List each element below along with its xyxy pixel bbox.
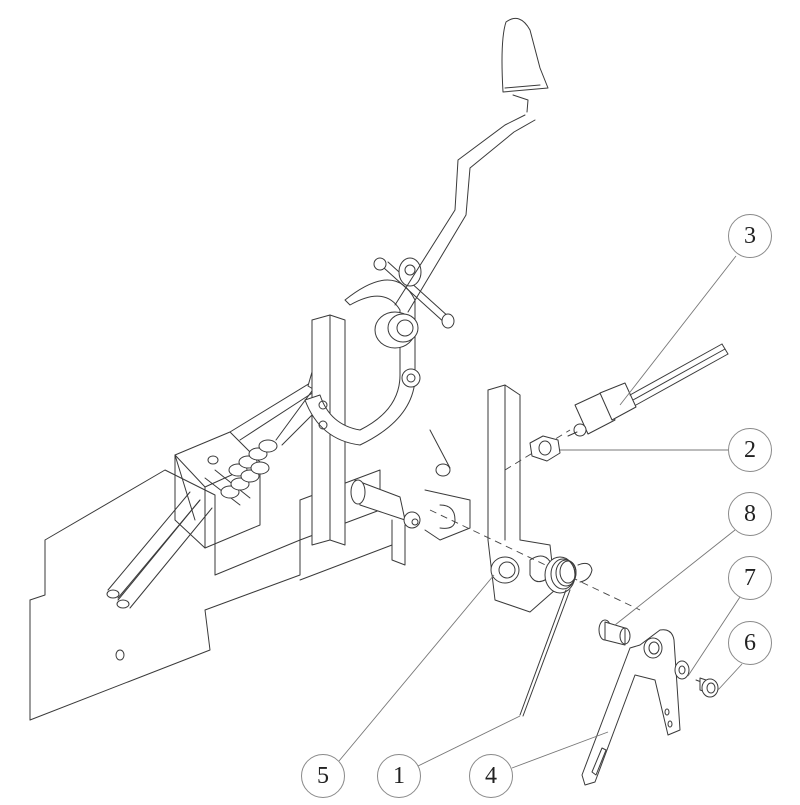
assembly-axis-line — [429, 509, 641, 611]
pivot-arm — [581, 629, 681, 786]
upright-bracket — [299, 314, 406, 581]
callout-6: 6 — [728, 621, 772, 665]
leader-1 — [417, 715, 521, 767]
callout-2: 2 — [728, 428, 772, 472]
callout-1: 1 — [377, 754, 421, 798]
leader-4 — [511, 731, 609, 769]
flanged-bushing — [598, 619, 631, 646]
callout-3: 3 — [728, 214, 772, 258]
callout-4: 4 — [469, 754, 513, 798]
callout-8-label: 8 — [744, 500, 756, 527]
cable-housings — [106, 469, 251, 609]
callout-8: 8 — [728, 492, 772, 536]
pivot-hub — [373, 257, 455, 349]
leader-6 — [717, 663, 743, 691]
lever-handle — [394, 17, 549, 313]
slotted-tab — [424, 489, 471, 541]
callout-6-label: 6 — [744, 629, 756, 656]
arc-plate — [304, 279, 421, 446]
callout-7-label: 7 — [744, 564, 756, 591]
washer — [674, 660, 690, 680]
callout-5: 5 — [301, 754, 345, 798]
callout-3-label: 3 — [744, 222, 756, 249]
hex-nut — [529, 435, 561, 462]
cable-switch — [567, 343, 729, 437]
callout-2-label: 2 — [744, 436, 756, 463]
callout-5-label: 5 — [317, 762, 329, 789]
flange-bolt — [695, 677, 719, 698]
leader-lines — [338, 255, 743, 769]
pivot-shaft — [350, 429, 451, 529]
callout-7: 7 — [728, 556, 772, 600]
leader-5 — [338, 574, 495, 762]
rubber-boots — [220, 379, 333, 499]
torsion-spring — [519, 556, 593, 717]
leader-3 — [619, 255, 737, 406]
callout-4-label: 4 — [485, 762, 497, 789]
detent-plate — [487, 384, 556, 613]
leader-8 — [614, 529, 736, 626]
callout-1-label: 1 — [393, 762, 405, 789]
leader-7 — [687, 596, 741, 677]
